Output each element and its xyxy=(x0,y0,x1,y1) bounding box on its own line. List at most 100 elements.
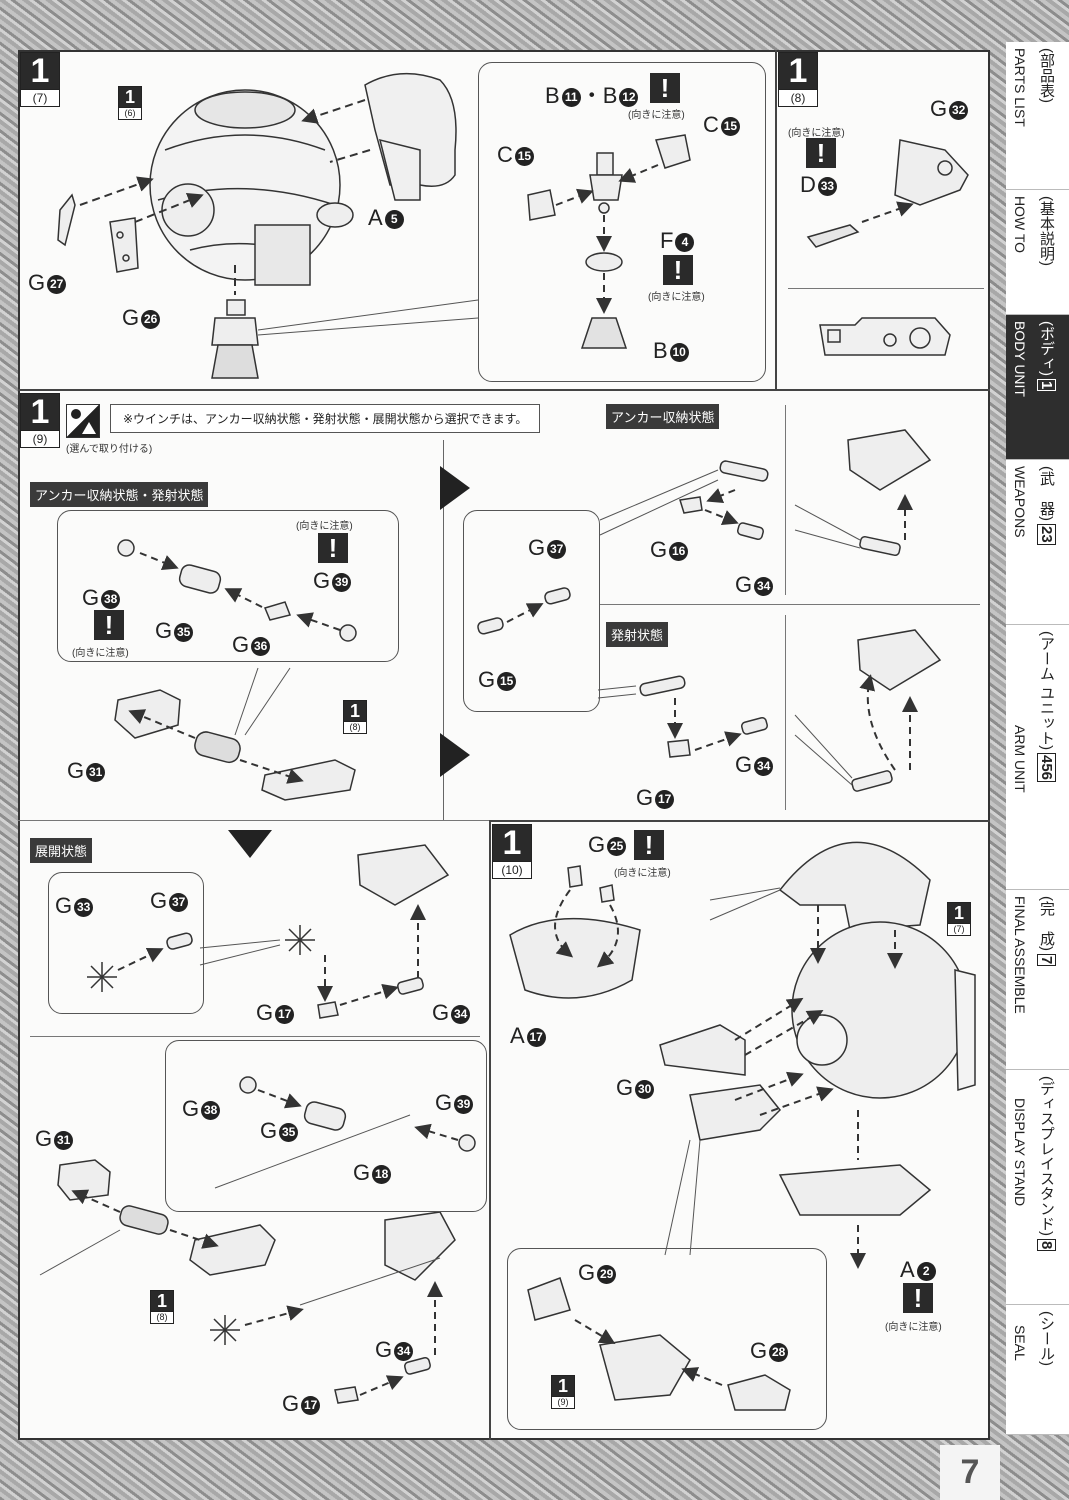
part-number: 33 xyxy=(74,898,94,917)
divider-step9-vertical xyxy=(443,440,444,820)
ref-sub: (8) xyxy=(151,1311,173,1323)
tab-body-unit[interactable]: (ボディ) 1 BODY UNIT xyxy=(1006,315,1069,460)
part-letter: G xyxy=(750,1338,768,1363)
part-letter: A xyxy=(510,1023,525,1048)
choose-option-icon xyxy=(66,404,100,438)
step-sub: (10) xyxy=(493,861,531,878)
part-letter: G xyxy=(256,1000,274,1025)
part-letter: D xyxy=(800,172,816,197)
body-sphere-illustration xyxy=(149,89,354,286)
divider-step8-inner xyxy=(788,288,984,289)
part-number: 34 xyxy=(451,1005,471,1024)
part-letter: F xyxy=(660,228,674,253)
tab-how-to[interactable]: (基本説明) HOW TO xyxy=(1006,190,1069,315)
thruster-illustration xyxy=(211,299,259,379)
tab-weapons[interactable]: (武 器)23 WEAPONS xyxy=(1006,460,1069,625)
assembled-g32-illustration xyxy=(819,317,951,356)
part-letter: G xyxy=(353,1160,371,1185)
circle-glyph xyxy=(71,409,81,419)
detail-thruster-illustration xyxy=(527,134,691,349)
step-sub: (9) xyxy=(21,430,59,447)
tab-en-label: ARM UNIT xyxy=(1012,725,1028,793)
part-number: 17 xyxy=(655,790,675,809)
part-number: 25 xyxy=(607,837,627,856)
part-letter: G xyxy=(616,1075,634,1100)
divider-step9-top xyxy=(18,389,990,391)
separator: ・ xyxy=(580,83,603,108)
caution-note: (向きに注意) xyxy=(296,521,353,532)
tab-step-numbers: 1 xyxy=(1037,379,1056,392)
part-letter: A xyxy=(900,1257,915,1282)
ref-step: 1 xyxy=(156,1291,167,1311)
winch-parts-left xyxy=(114,539,357,801)
tab-jp-text: (ボディ) xyxy=(1038,321,1055,376)
tab-seal[interactable]: (シール) SEAL xyxy=(1006,1305,1069,1435)
part-letter: G xyxy=(735,572,753,597)
part-number: 17 xyxy=(275,1005,295,1024)
part-letter: G xyxy=(260,1118,278,1143)
part-letter: G xyxy=(375,1337,393,1362)
tab-step-numbers: 7 xyxy=(1037,954,1056,967)
tab-en-label: SEAL xyxy=(1012,1325,1028,1361)
tab-en-label: DISPLAY STAND xyxy=(1012,1098,1028,1207)
arrow-right-icon xyxy=(440,733,470,777)
tab-jp-label: (部品表) xyxy=(1038,48,1055,103)
part-number: 28 xyxy=(769,1343,789,1362)
caution-icon: ! xyxy=(94,610,124,640)
tab-jp-text: (完 成) xyxy=(1038,896,1055,951)
part-g32-illustration xyxy=(894,139,969,206)
part-number: 15 xyxy=(497,672,517,691)
tab-step-numbers: 8 xyxy=(1037,1239,1056,1252)
tab-step-numbers: 23 xyxy=(1037,524,1056,545)
part-letter: G xyxy=(313,568,331,593)
tab-parts-list[interactable]: (部品表) PARTS LIST xyxy=(1006,42,1069,190)
divider-step8-left xyxy=(775,50,777,390)
section-label-deployed: 展開状態 xyxy=(30,838,93,863)
tab-display-stand[interactable]: (ディスプレイスタンド)8 DISPLAY STAND xyxy=(1006,1070,1069,1305)
tab-jp-label: (完 成) 7 xyxy=(1036,896,1057,967)
part-g27-illustration xyxy=(57,193,76,247)
tab-en-label: BODY UNIT xyxy=(1012,321,1028,397)
part-letter: G xyxy=(432,1000,450,1025)
part-number: 16 xyxy=(669,542,689,561)
part-number: 4 xyxy=(675,233,695,252)
tab-arm-unit[interactable]: (アーム ユニット)456 ARM UNIT xyxy=(1006,625,1069,890)
part-number: 30 xyxy=(635,1080,655,1099)
part-number: 39 xyxy=(332,573,352,592)
step-sub: (7) xyxy=(21,89,59,106)
tab-jp-label: (ディスプレイスタンド)8 xyxy=(1036,1076,1057,1252)
part-number: 36 xyxy=(251,637,271,656)
page-number: 7 xyxy=(940,1445,1000,1500)
detail-bubble-pins xyxy=(463,510,600,712)
winch-option-notice: ※ウインチは、アンカー収納状態・発射状態・展開状態から選択できます。 xyxy=(110,404,541,433)
part-number: 35 xyxy=(279,1123,299,1142)
divider-fired-result xyxy=(785,615,786,810)
tab-jp-label: (アーム ユニット)456 xyxy=(1036,631,1057,783)
caution-note: (向きに注意) xyxy=(628,110,685,121)
step-badge-8: 1 (8) xyxy=(778,52,818,107)
part-letter: G xyxy=(67,758,85,783)
tab-jp-label: (シール) xyxy=(1038,1311,1055,1366)
section-label-fired: 発射状態 xyxy=(606,622,669,647)
tab-final-assemble[interactable]: (完 成)7 FINAL ASSEMBLE xyxy=(1006,890,1069,1070)
part-letter: G xyxy=(28,270,46,295)
part-g26-illustration xyxy=(109,217,139,273)
part-number: 34 xyxy=(394,1342,414,1361)
divider-step10-top xyxy=(489,820,990,822)
part-number: 15 xyxy=(720,117,740,136)
part-letter: G xyxy=(82,585,100,610)
step-number: 1 xyxy=(30,393,50,431)
